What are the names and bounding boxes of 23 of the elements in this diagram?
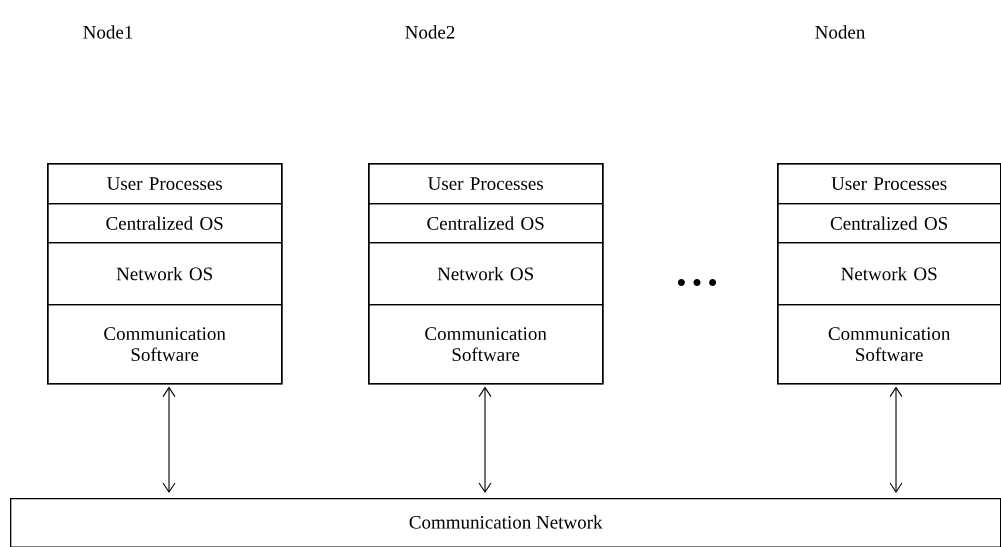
- layer-cell: Centralized OS: [47, 203, 283, 244]
- stack-box: [777, 163, 1001, 385]
- layer-cell: Network OS: [777, 242, 1001, 306]
- layer-cell: User Processes: [368, 163, 604, 205]
- node-heading: Node1: [83, 25, 133, 39]
- double-arrow: [889, 386, 903, 493]
- layer-cell: Communication Software: [368, 304, 604, 385]
- layer-cell: Network OS: [368, 242, 604, 306]
- layer-cell: Communication Software: [777, 304, 1001, 385]
- layer-cell: Centralized OS: [777, 203, 1001, 244]
- double-arrow: [478, 386, 492, 493]
- node-heading: Node2: [405, 25, 455, 39]
- network-box: Communication Network: [10, 498, 1001, 547]
- stack-box: [47, 163, 283, 385]
- layer-cell: User Processes: [777, 163, 1001, 205]
- node-heading: Noden: [815, 25, 866, 39]
- double-arrow: [162, 386, 176, 493]
- ellipsis: • • •: [677, 278, 717, 286]
- layer-cell: User Processes: [47, 163, 283, 205]
- stack-box: [368, 163, 604, 385]
- layer-cell: Communication Software: [47, 304, 283, 385]
- layer-cell: Centralized OS: [368, 203, 604, 244]
- layer-cell: Network OS: [47, 242, 283, 306]
